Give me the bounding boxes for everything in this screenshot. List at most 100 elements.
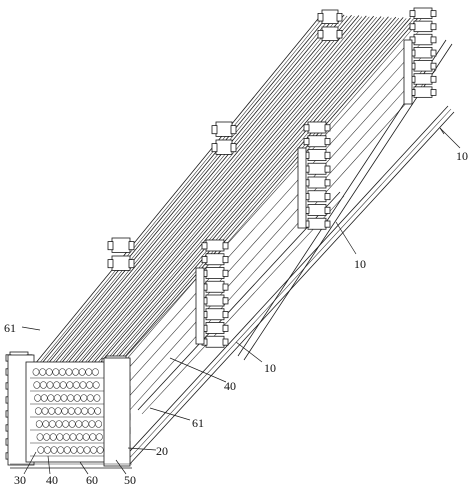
bracket-tab (230, 125, 237, 135)
rod-end (86, 381, 93, 389)
bracket-block (413, 33, 433, 46)
rod-end (54, 394, 61, 402)
rod (115, 39, 425, 383)
rod-end (73, 394, 81, 402)
bracket-tab (128, 259, 135, 269)
rod-end (79, 381, 87, 389)
rod-end (35, 407, 42, 415)
bracket-block (205, 335, 225, 348)
rod-end (87, 394, 94, 402)
rod-end (65, 368, 73, 376)
bracket-block (321, 26, 339, 42)
bracket-block (215, 139, 233, 155)
bracket-tab (317, 29, 324, 39)
bracket-block (307, 135, 327, 148)
rod-end (43, 433, 50, 441)
rod-end (52, 368, 60, 376)
rod (123, 59, 433, 403)
rod-end (48, 407, 55, 415)
rod-end (63, 433, 70, 441)
rod-end (78, 368, 86, 376)
bracket-tab (222, 256, 229, 264)
bracket-tab (430, 23, 437, 31)
bracket-tab (222, 324, 229, 332)
rod (51, 15, 348, 373)
bracket-tab (222, 297, 229, 305)
bracket-tab (336, 12, 343, 22)
stack-far-left (317, 9, 343, 42)
rod (41, 14, 338, 371)
rod (72, 15, 374, 373)
rod (85, 16, 389, 374)
rod-end (62, 420, 69, 428)
rod-bundle (29, 13, 437, 413)
rod-end (75, 420, 83, 428)
rod-end (67, 394, 74, 402)
rod (97, 17, 404, 374)
bracket-tab (230, 143, 237, 153)
label-61-right: 61 (192, 416, 204, 430)
rod-end (87, 407, 95, 415)
bracket-block (205, 308, 225, 321)
rod-end (96, 433, 103, 441)
rod (91, 16, 397, 374)
bracket-block (307, 176, 327, 189)
rod-end (69, 433, 77, 441)
bracket-block (205, 280, 225, 293)
bracket-block (321, 9, 339, 25)
label-40-bottom: 40 (46, 473, 58, 487)
rod-end (50, 446, 58, 454)
rod (106, 18, 414, 375)
rod-end (44, 446, 51, 454)
rod-end (34, 394, 41, 402)
rod (54, 14, 352, 372)
rod (35, 14, 330, 371)
rod-end (45, 368, 53, 376)
bracket-tab (409, 23, 416, 31)
rod (112, 18, 422, 376)
rod (78, 16, 382, 373)
bracket-block (307, 217, 327, 230)
rod-end (70, 446, 78, 454)
rod (38, 15, 333, 372)
bracket-tab (222, 338, 229, 346)
rod-end (74, 407, 82, 415)
label-60: 60 (86, 473, 98, 487)
rod-end (72, 368, 79, 376)
rod-end (92, 368, 99, 376)
rod-end (82, 420, 89, 428)
rod (109, 17, 419, 375)
rod (57, 16, 355, 373)
bracket-tab (107, 259, 114, 269)
bracket-block (205, 322, 225, 334)
bracket-tab (430, 36, 437, 44)
rod-end (80, 394, 88, 402)
stack-mid-left (211, 121, 237, 155)
bracket-block (413, 73, 433, 85)
bracket-tab (303, 138, 310, 146)
bracket-tab (430, 49, 437, 57)
bracket-tab (317, 12, 324, 22)
bracket-block (413, 7, 433, 19)
rod-end (59, 368, 66, 376)
rod-end (63, 446, 71, 454)
label-40-right: 40 (224, 379, 236, 393)
rod-end (41, 407, 49, 415)
bracket-block (413, 20, 433, 33)
bracket-tab (324, 220, 331, 228)
stack-far-right (409, 7, 437, 98)
rod-end (56, 433, 64, 441)
bracket-tab (222, 242, 229, 250)
rod-end (36, 433, 44, 441)
rod-end (93, 394, 101, 402)
rod-end (40, 381, 47, 389)
bracket-block (215, 121, 233, 137)
rod (29, 13, 323, 371)
stack-near-right (201, 239, 229, 348)
rod-end (92, 381, 100, 389)
rod (66, 15, 367, 373)
bracket-tab (324, 138, 331, 146)
stack-mid-right (303, 121, 331, 230)
rod-end (42, 420, 50, 428)
